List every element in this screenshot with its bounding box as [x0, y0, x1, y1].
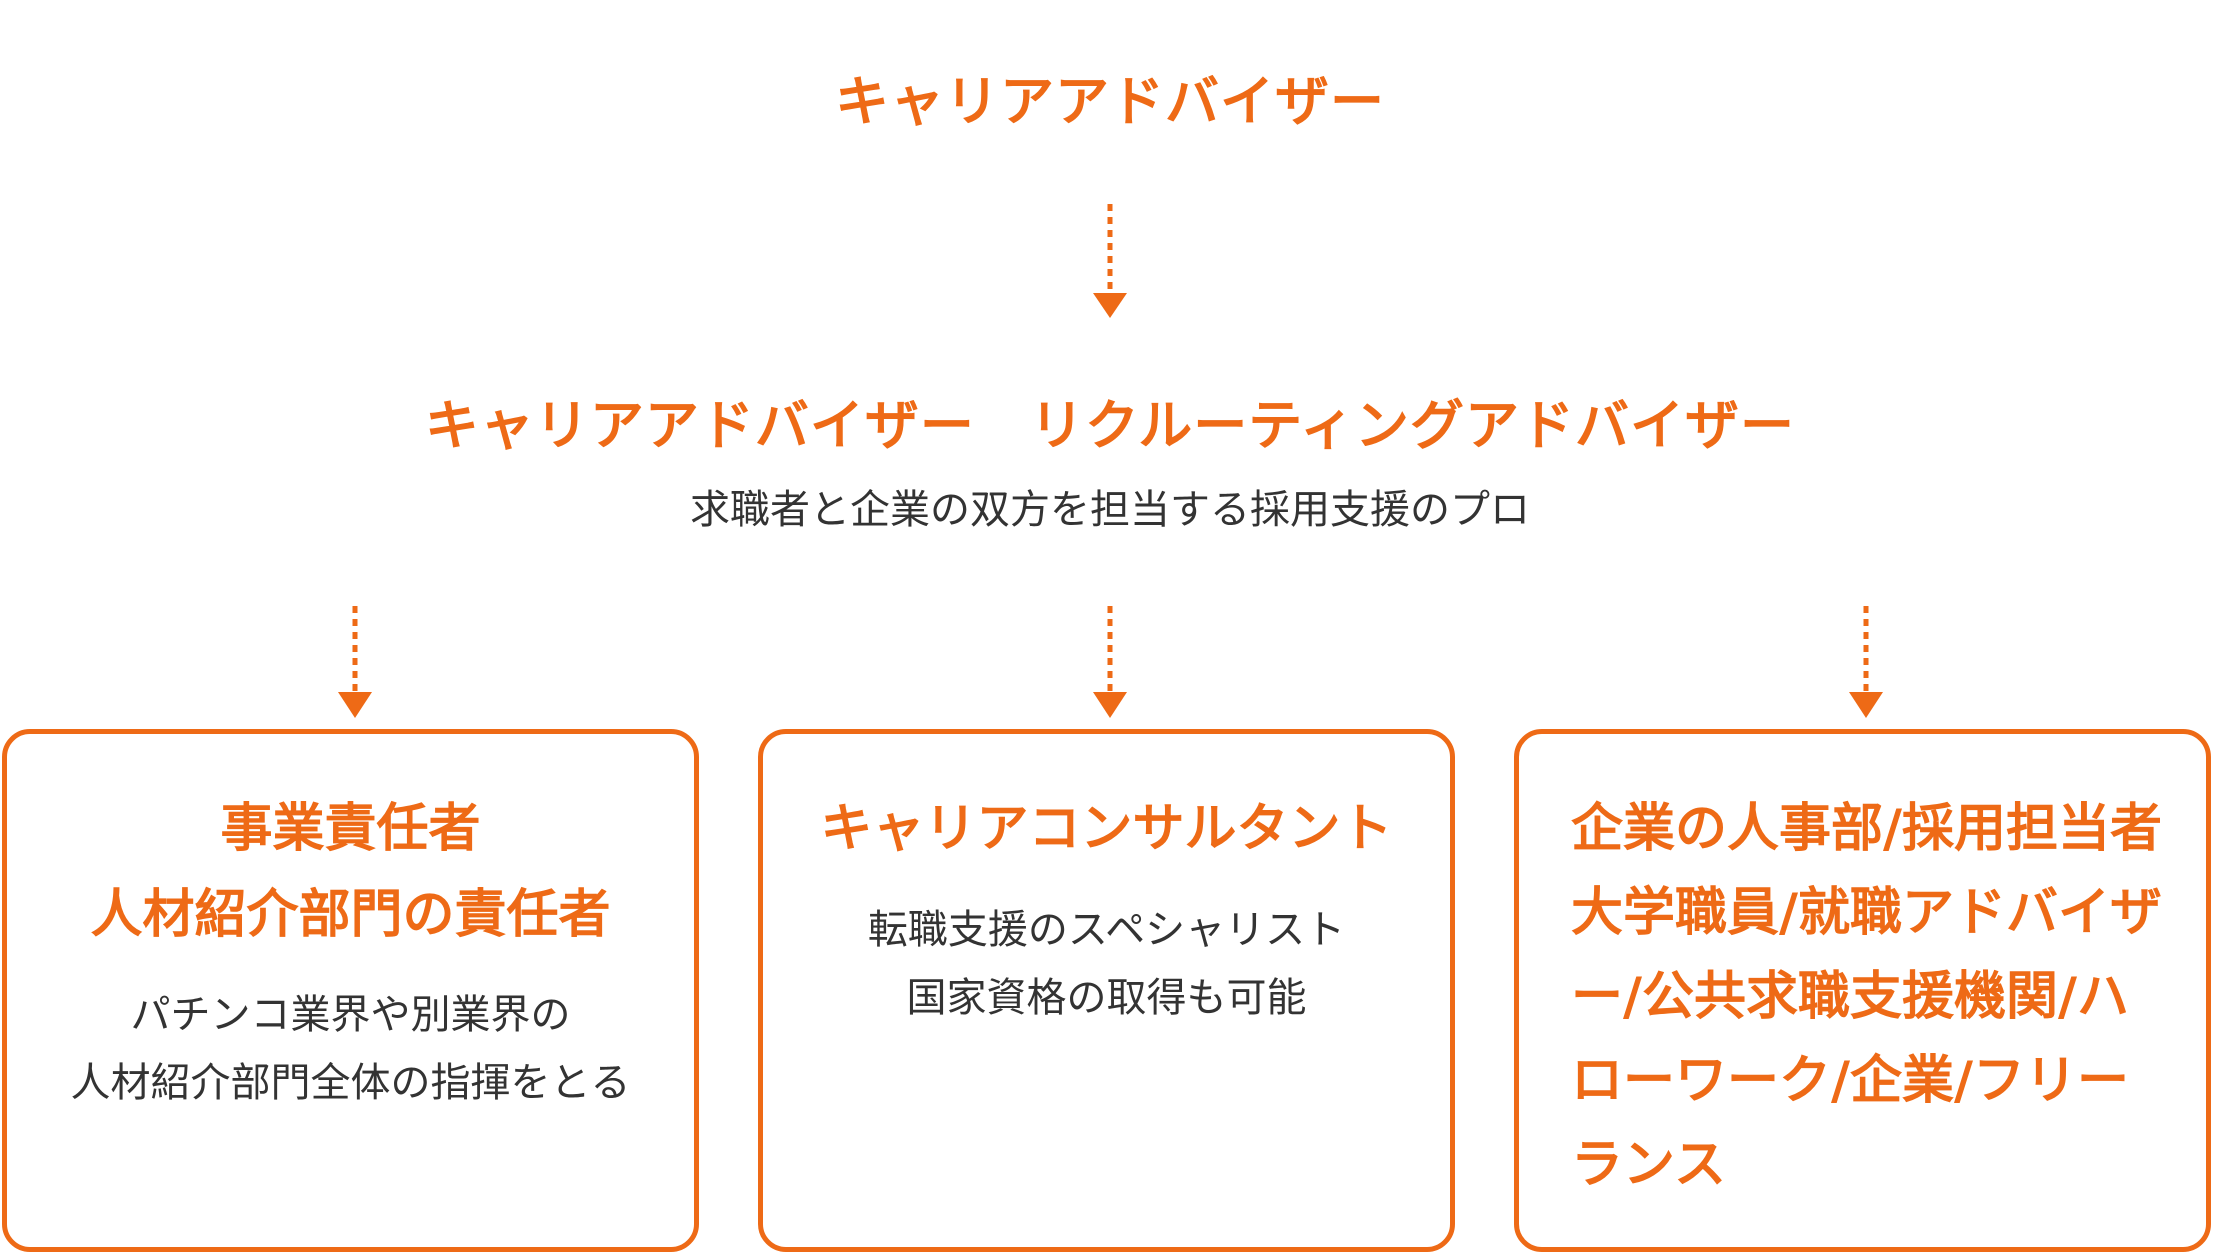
box-title-line: 事業責任者 — [220, 799, 481, 859]
box-description-line: パチンコ業界や別業界の — [130, 992, 571, 1038]
arrow-head-center — [1093, 692, 1127, 718]
box-title-line: キャリアコンサルタント — [820, 799, 1393, 859]
box-title-line: 人材紹介部門の責任者 — [90, 885, 611, 945]
box-description: パチンコ業界や別業界の 人材紹介部門全体の指揮をとる — [7, 981, 694, 1117]
box-title: キャリアコンサルタント — [763, 786, 1450, 872]
career-box-business-manager: 事業責任者 人材紹介部門の責任者 パチンコ業界や別業界の 人材紹介部門全体の指揮… — [2, 729, 699, 1252]
box-title: 企業の人事部/採用担当者大学職員/就職アドバイザー/公共求職支援機関/ハローワー… — [1571, 799, 2162, 1195]
box-description-line: 国家資格の取得も可能 — [906, 975, 1307, 1021]
career-box-career-consultant: キャリアコンサルタント 転職支援のスペシャリスト 国家資格の取得も可能 — [758, 729, 1455, 1252]
arrow-head-right — [1849, 692, 1883, 718]
box-description-line: 人材紹介部門全体の指揮をとる — [70, 1060, 631, 1106]
career-box-other-careers: 企業の人事部/採用担当者大学職員/就職アドバイザー/公共求職支援機関/ハローワー… — [1514, 729, 2211, 1252]
main-role-title: キャリアアドバイザー リクルーティングアドバイザー — [424, 394, 1796, 457]
arrow-head-top — [1093, 293, 1127, 318]
top-title: キャリアアドバイザー — [835, 70, 1385, 133]
main-role-description: 求職者と企業の双方を担当する採用支援のプロ — [690, 487, 1530, 533]
box-title: 事業責任者 人材紹介部門の責任者 — [7, 786, 694, 958]
box-description-line: 転職支援のスペシャリスト — [867, 907, 1346, 953]
box-description: 転職支援のスペシャリスト 国家資格の取得も可能 — [763, 896, 1450, 1032]
arrow-head-left — [338, 692, 372, 718]
